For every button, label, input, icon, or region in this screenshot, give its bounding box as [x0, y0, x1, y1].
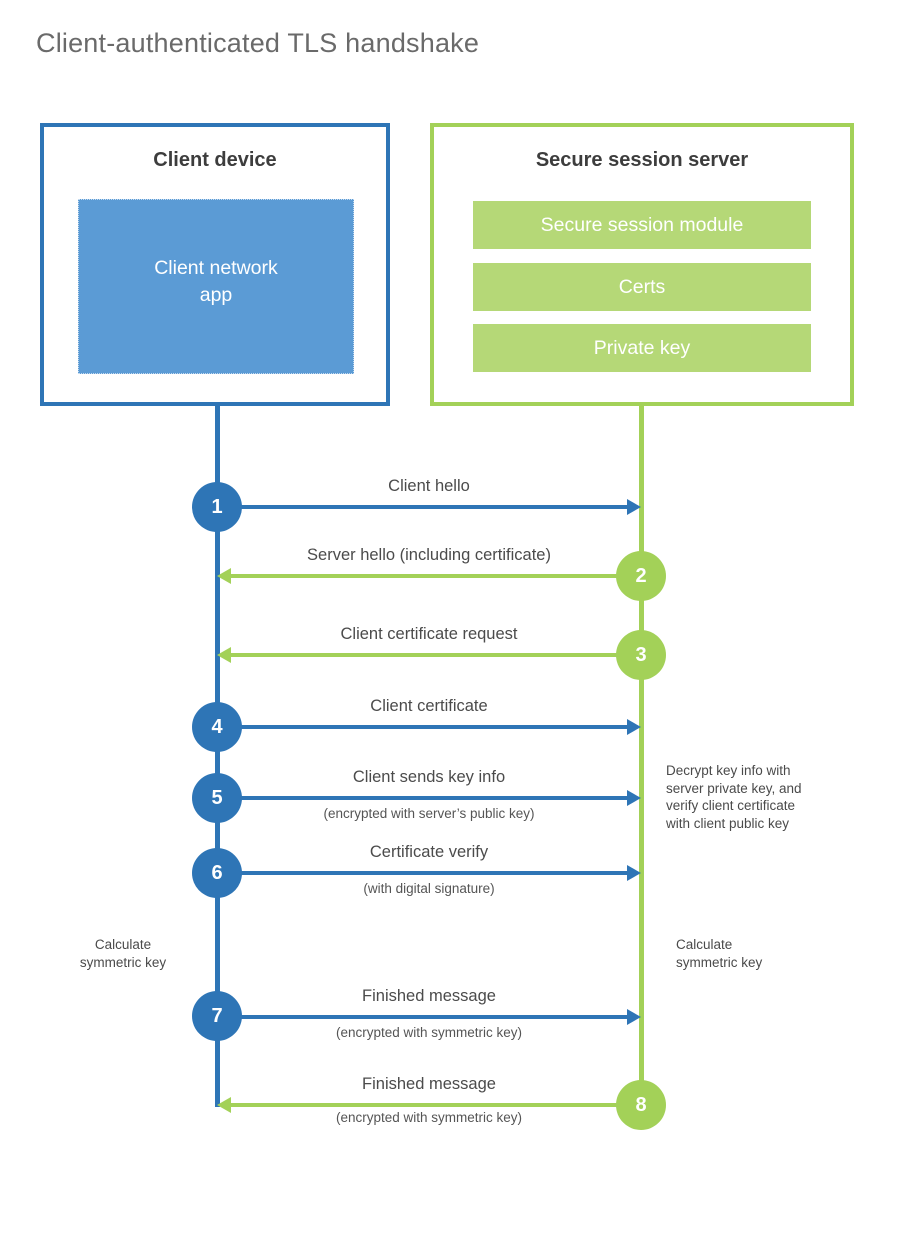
arrow-certificate-verify [240, 865, 641, 881]
step-badge-5: 5 [192, 773, 242, 823]
message-label-client-certificate-request: Client certificate request [340, 625, 518, 643]
message-label-client-sends-key-info: Client sends key info [352, 768, 506, 786]
step-badge-1: 1 [192, 482, 242, 532]
arrow-finished-message-client [240, 1009, 641, 1025]
server-lifeline [639, 405, 644, 1107]
message-label-finished-message-server: Finished message [362, 1075, 496, 1093]
server-module-private-key: Private key [473, 324, 811, 372]
secure-session-server-title: Secure session server [535, 149, 749, 171]
arrow-client-hello [240, 499, 641, 515]
message-label-client-hello: Client hello [388, 477, 470, 495]
note-calculate-symmetric-key-server: Calculate symmetric key [676, 937, 763, 970]
arrow-client-certificate-request [217, 647, 618, 663]
message-label-finished-message-client: Finished message [362, 987, 496, 1005]
step-badge-2: 2 [616, 551, 666, 601]
message-sublabel-certificate-verify: (with digital signature) [363, 881, 495, 896]
client-network-app-box: Client network app [78, 199, 354, 374]
step-badge-4: 4 [192, 702, 242, 752]
note-calculate-symmetric-key-client: Calculate symmetric key [79, 937, 167, 970]
message-sublabel-finished-message-client: (encrypted with symmetric key) [335, 1025, 523, 1040]
arrow-finished-message-server [217, 1097, 618, 1113]
note-decrypt-key-info: Decrypt key info with server private key… [666, 763, 802, 831]
step-badge-6: 6 [192, 848, 242, 898]
message-label-server-hello: Server hello (including certificate) [307, 546, 551, 564]
message-sublabel-finished-message-server: (encrypted with symmetric key) [335, 1110, 523, 1125]
server-module-certs: Certs [473, 263, 811, 311]
message-label-client-certificate: Client certificate [370, 697, 488, 715]
step-badge-3: 3 [616, 630, 666, 680]
step-badge-7: 7 [192, 991, 242, 1041]
arrow-client-sends-key-info [240, 790, 641, 806]
arrow-server-hello [217, 568, 618, 584]
client-lifeline [215, 405, 220, 1107]
server-module-secure-session-module: Secure session module [473, 201, 811, 249]
message-label-certificate-verify: Certificate verify [369, 843, 489, 861]
arrow-client-certificate [240, 719, 641, 735]
step-badge-8: 8 [616, 1080, 666, 1130]
message-sublabel-client-sends-key-info: (encrypted with server’s public key) [323, 806, 535, 821]
page-title: Client-authenticated TLS handshake [36, 28, 480, 58]
client-device-title: Client device [153, 149, 277, 171]
